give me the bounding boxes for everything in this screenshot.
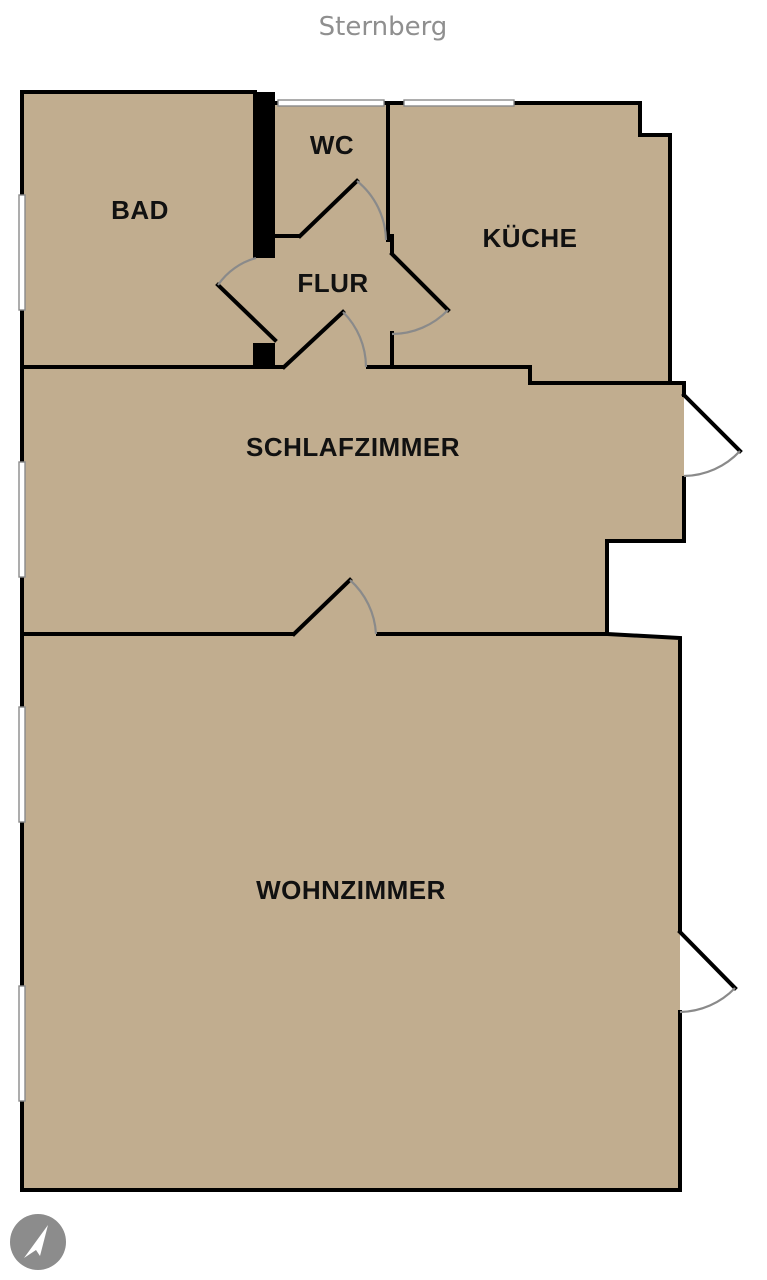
room-schlafzimmer[interactable]: [22, 367, 684, 634]
door-wohn-balcony-leaf[interactable]: [677, 929, 738, 991]
door-schlaf-balcony-swing: [683, 450, 741, 478]
walls: [20, 90, 686, 1192]
room-floors: [22, 92, 684, 1190]
door-bad-leaf[interactable]: [215, 282, 278, 343]
room-flur[interactable]: [255, 240, 392, 367]
window-schlaf: [18, 461, 26, 578]
door-wohn-balcony-swing: [679, 987, 736, 1014]
windows: [18, 99, 515, 1102]
label-kueche: KÜCHE: [483, 223, 578, 253]
door-wohn-swing: [349, 579, 378, 635]
wall-kueche-schlaf: [366, 365, 672, 385]
label-schlafzimmer: SCHLAFZIMMER: [246, 432, 460, 462]
door-kueche-swing: [391, 309, 449, 336]
door-flur-leaf[interactable]: [281, 309, 346, 370]
door-wc-swing: [356, 180, 388, 241]
door-schlaf-balcony-leaf[interactable]: [681, 392, 743, 454]
wall-bad-thick-upper: [253, 92, 275, 258]
wall-outer-right-mid: [605, 476, 686, 932]
window-wohn-1: [18, 706, 26, 823]
door-wc-leaf[interactable]: [297, 178, 360, 239]
window-wc: [277, 99, 385, 107]
label-flur: FLUR: [297, 268, 368, 298]
label-wc: WC: [310, 130, 354, 160]
window-wohn-2: [18, 985, 26, 1102]
label-bad: BAD: [111, 195, 169, 225]
window-bad: [18, 194, 26, 311]
door-kueche-leaf[interactable]: [389, 251, 451, 313]
room-labels: BAD WC FLUR KÜCHE SCHLAFZIMMER WOHNZIMME…: [111, 130, 577, 905]
compass-arrow-icon[interactable]: [10, 1214, 66, 1270]
door-bad-swing: [217, 256, 257, 286]
wall-outer-right-upper: [638, 101, 686, 397]
wall-bad-thick-lower: [253, 343, 275, 369]
room-wohnzimmer[interactable]: [22, 634, 680, 1190]
door-flur-swing: [342, 311, 368, 368]
room-bad[interactable]: [22, 92, 255, 367]
plan-title: Sternberg: [319, 12, 448, 42]
room-kueche[interactable]: [388, 103, 670, 383]
door-wohn-leaf[interactable]: [291, 577, 353, 637]
room-wc[interactable]: [275, 103, 388, 250]
compass-needle: [24, 1225, 48, 1258]
label-wohnzimmer: WOHNZIMMER: [256, 875, 446, 905]
window-kueche: [403, 99, 515, 107]
doors: [215, 178, 743, 1014]
